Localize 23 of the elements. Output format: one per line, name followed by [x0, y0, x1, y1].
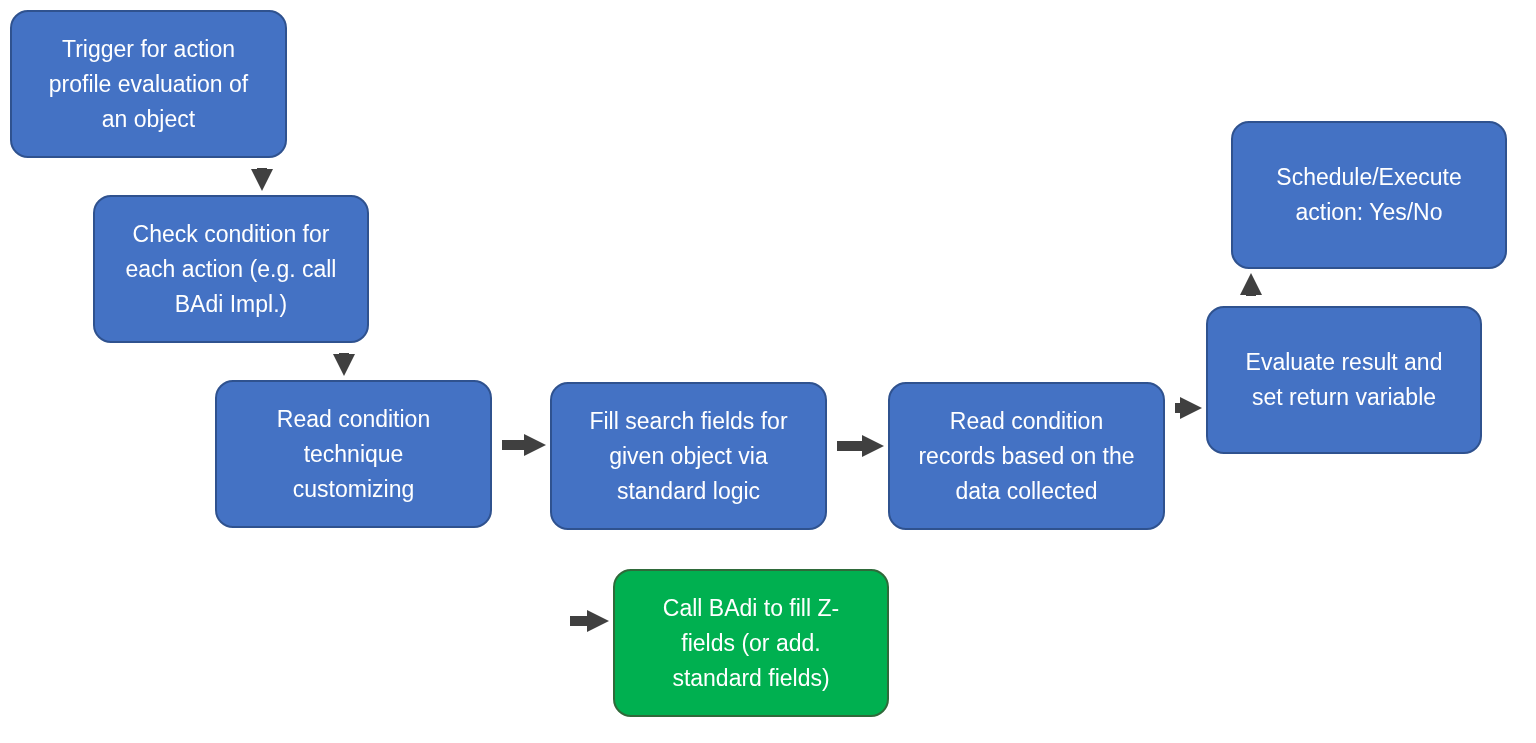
- arrow: [502, 434, 546, 456]
- box-text: Check condition for each action (e.g. call BAdi Impl.): [124, 219, 338, 319]
- box-text: Schedule/Execute action: Yes/No: [1275, 163, 1463, 227]
- process-box: [10, 10, 287, 158]
- process-box: [550, 382, 827, 530]
- arrow: [837, 435, 884, 457]
- arrow: [1240, 273, 1262, 296]
- process-box: [93, 195, 369, 343]
- process-box: [613, 569, 889, 717]
- arrow: [251, 168, 273, 191]
- box-text: Fill search fields for given object via standard logic: [588, 406, 789, 506]
- process-box: [888, 382, 1165, 530]
- process-box: [1206, 306, 1482, 454]
- arrow: [333, 353, 355, 376]
- process-box: [215, 380, 492, 528]
- box-text: Evaluate result and set return variable: [1244, 348, 1444, 412]
- box-text: Trigger for action profile evaluation of an object: [47, 34, 250, 134]
- arrow: [570, 610, 609, 632]
- box-text: Read condition technique customizing: [275, 404, 432, 504]
- box-text: Call BAdi to fill Z-fields (or add. standard fields): [661, 593, 841, 693]
- process-box: [1231, 121, 1507, 269]
- box-text: Read condition records based on the data collected: [917, 406, 1136, 506]
- arrow: [1175, 397, 1202, 419]
